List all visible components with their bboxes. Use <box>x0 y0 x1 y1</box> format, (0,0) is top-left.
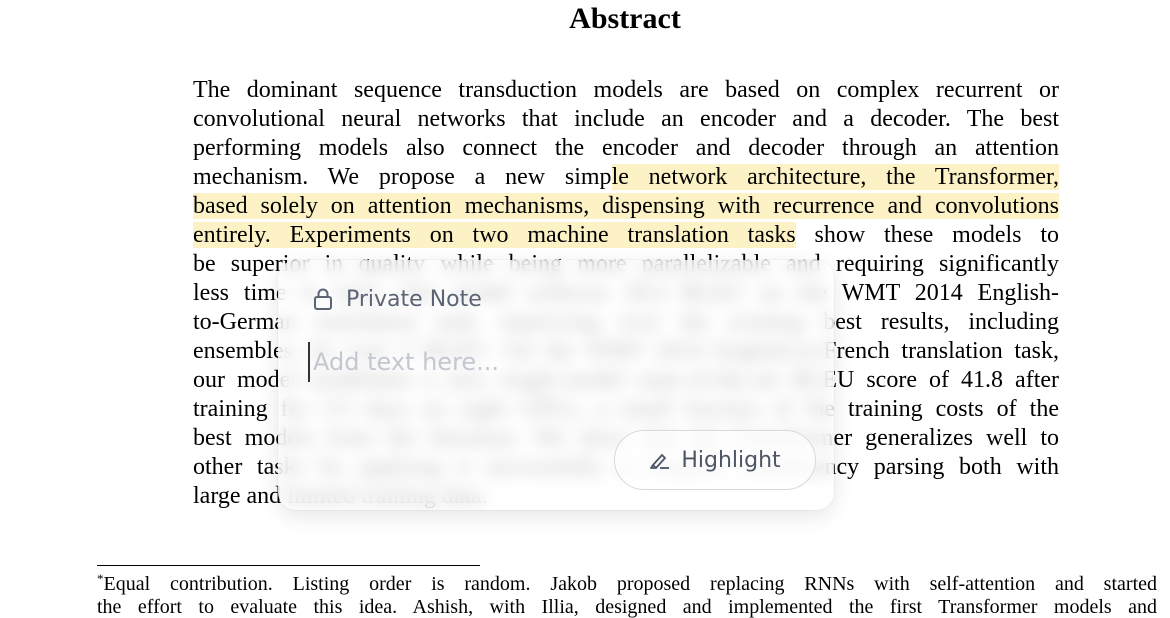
section-title: Abstract <box>569 2 681 35</box>
abstract-line: based solely on attention mechanisms, di… <box>193 192 1059 221</box>
abstract-line: mechanism. We propose a new simple netwo… <box>193 163 1060 192</box>
note-title: Private Note <box>346 286 482 312</box>
abstract-text: mechanism. We propose a new simp <box>193 164 612 190</box>
footnote-line-1: *Equal contribution. Listing order is ra… <box>97 571 1158 595</box>
highlighted-text: entirely. Experiments on two machine tra… <box>193 222 796 248</box>
private-note-popup: Private Note Highlight <box>278 260 834 510</box>
footnote-text: Equal contribution. Listing order is ran… <box>103 573 1158 595</box>
abstract-text: The dominant sequence transduction model… <box>193 77 1059 103</box>
lock-icon <box>312 287 334 311</box>
abstract-line: convolutional neural networks that inclu… <box>193 105 1059 134</box>
highlighted-text: le network architecture, the Transformer… <box>611 164 1060 190</box>
highlighter-pen-icon <box>649 449 671 471</box>
abstract-line: entirely. Experiments on two machine tra… <box>193 221 1059 250</box>
footnote-marker: * <box>97 571 104 586</box>
abstract-line: performing models also connect the encod… <box>193 134 1059 163</box>
abstract-line: The dominant sequence transduction model… <box>193 76 1059 105</box>
note-header: Private Note <box>312 284 482 314</box>
abstract-text: show these models to <box>795 222 1060 248</box>
highlight-button-label: Highlight <box>681 447 781 473</box>
abstract-text: performing models also connect the encod… <box>193 135 1059 161</box>
highlight-button[interactable]: Highlight <box>614 430 816 490</box>
footnote-rule <box>97 565 480 566</box>
note-text-input[interactable] <box>308 342 793 382</box>
highlighted-text: based solely on attention mechanisms, di… <box>193 193 1059 219</box>
abstract-text: convolutional neural networks that inclu… <box>193 106 1059 132</box>
footnote-line-2: the effort to evaluate this idea. Ashish… <box>97 596 1157 618</box>
